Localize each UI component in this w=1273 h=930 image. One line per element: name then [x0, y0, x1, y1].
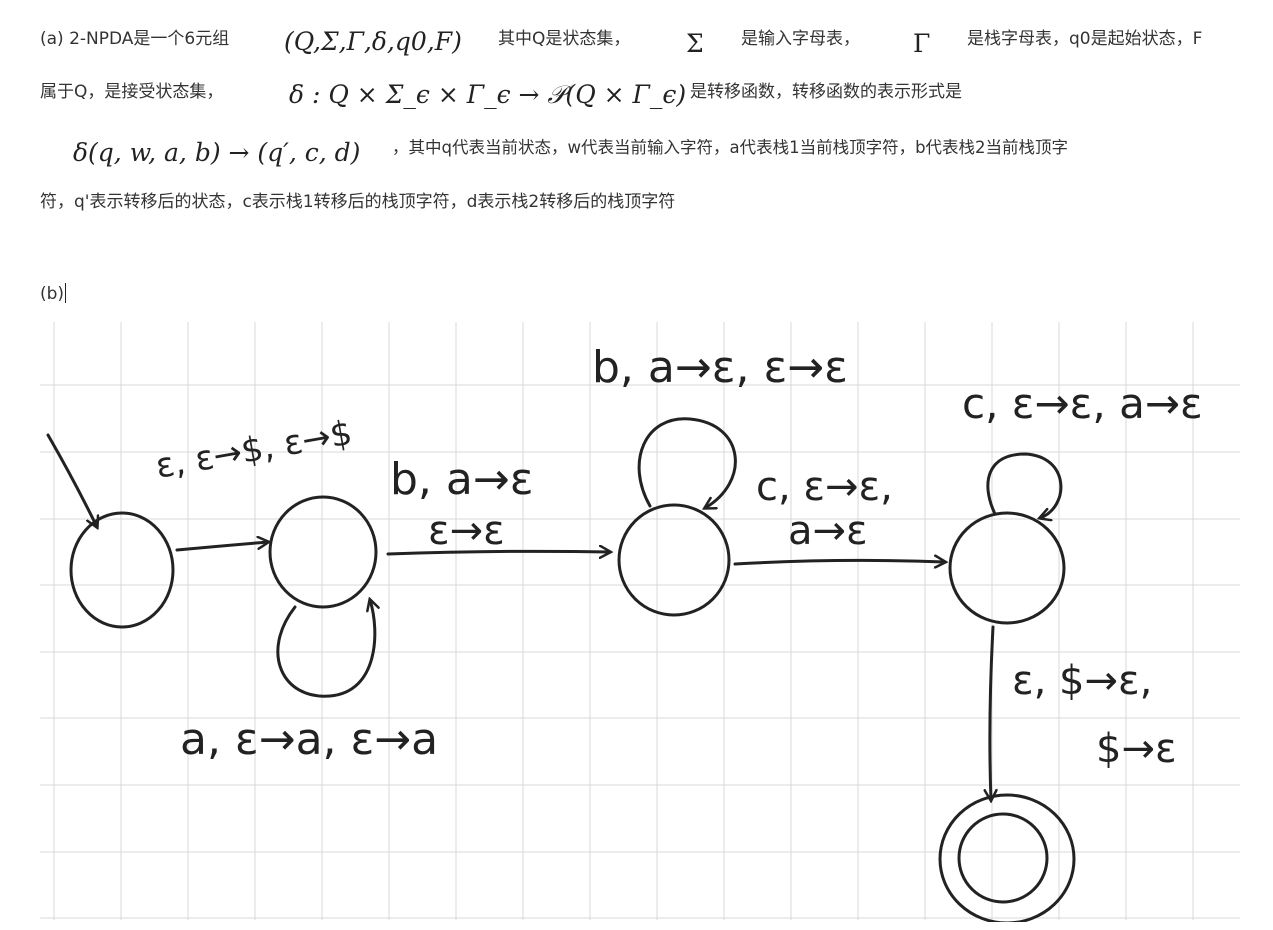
label-edge-q3-q4-line2: a→ε	[788, 508, 868, 554]
state-set-text: 其中Q是状态集，	[498, 29, 631, 49]
grid-background	[40, 322, 1240, 920]
state-q1	[69, 511, 175, 629]
input-alphabet-text: 是输入字母表，	[741, 29, 860, 49]
transition-form-formula: δ(q, w, a, b) → (q′, c, d)	[73, 138, 361, 167]
transition-explanation-line2: 符，q'表示转移后的状态，c表示栈1转移后的栈顶字符，d表示栈2转移后的栈顶字符	[40, 192, 676, 212]
state-q2	[268, 495, 378, 609]
label-edge-q1-q2: ε, ε→$, ε→$	[153, 413, 356, 487]
loop-q2	[276, 600, 375, 698]
part-b-label: (b)	[40, 283, 67, 304]
label-loop-q4: c, ε→ε, a→ε	[962, 379, 1203, 428]
label-edge-q3-q4-line1: c, ε→ε,	[756, 464, 893, 510]
state-q5-outer	[938, 793, 1076, 922]
npda-state-diagram: ε, ε→$, ε→$ b, a→ε ε→ε a, ε→a, ε→a b, a→…	[40, 322, 1240, 922]
label-edge-q4-q5-line1: ε, $→ε,	[1012, 658, 1152, 704]
label-loop-q3: b, a→ε, ε→ε	[592, 342, 848, 393]
label-edge-q4-q5-line2: $→ε	[1096, 726, 1177, 772]
loop-q4	[986, 452, 1063, 518]
stack-alphabet-text: 是栈字母表，q0是起始状态，F	[967, 29, 1203, 49]
delta-formula: δ : Q × Σ_ϵ × Γ_ϵ → 𝒫(Q × Γ_ϵ)	[289, 80, 687, 109]
loop-q3	[637, 417, 737, 508]
edge-q2-q3	[386, 551, 610, 554]
edge-q3-q4	[733, 560, 945, 564]
state-q4	[948, 511, 1066, 625]
state-q3	[617, 503, 731, 617]
state-q5-inner	[957, 812, 1049, 904]
label-loop-q2: a, ε→a, ε→a	[180, 714, 438, 765]
edge-q4-q5	[990, 625, 993, 800]
transition-function-text: 是转移函数，转移函数的表示形式是	[690, 82, 962, 102]
edge-q1-q2	[175, 542, 268, 552]
text-caret	[65, 283, 67, 303]
sigma-symbol: Σ	[686, 29, 704, 58]
gamma-symbol: Γ	[913, 29, 931, 58]
label-edge-q2-q3-line2: ε→ε	[428, 508, 505, 554]
transition-explanation-line1: ，其中q代表当前状态，w代表当前输入字符，a代表栈1当前栈顶字符，b代表栈2当前…	[392, 138, 1069, 157]
tuple-formula: (Q,Σ,Γ,δ,q0,F)	[284, 27, 462, 56]
accept-set-text: 属于Q，是接受状态集，	[40, 82, 224, 102]
part-a-intro: (a) 2-NPDA是一个6元组	[40, 29, 230, 49]
part-b-label-text: (b)	[40, 284, 65, 304]
label-edge-q2-q3-line1: b, a→ε	[390, 454, 534, 505]
start-arrow	[46, 433, 97, 527]
